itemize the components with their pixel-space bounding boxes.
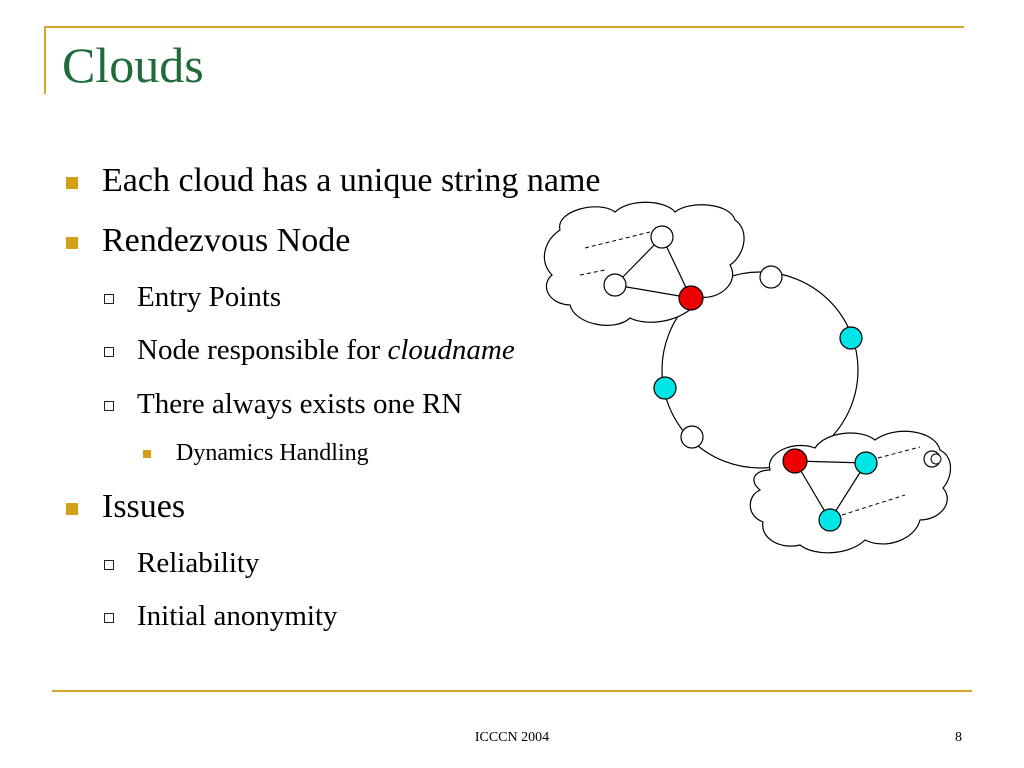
bullet-2-1: Entry Points bbox=[137, 281, 282, 313]
rendezvous-node bbox=[678, 285, 704, 311]
page-title: Clouds bbox=[62, 37, 204, 93]
ring-node bbox=[759, 265, 783, 289]
ring-node bbox=[839, 326, 863, 350]
sub-bullet-marker bbox=[104, 560, 114, 570]
bullet-marker bbox=[66, 503, 78, 515]
top-rule bbox=[44, 26, 964, 28]
ring-node bbox=[680, 425, 704, 449]
lower-cloud bbox=[749, 430, 952, 554]
external-node-inner bbox=[930, 453, 942, 465]
sub-sub-bullet-marker bbox=[143, 450, 151, 458]
bullet-2-2: Node responsible for cloudname bbox=[137, 336, 515, 365]
upper-cloud bbox=[543, 201, 745, 326]
sub-bullet-marker bbox=[104, 401, 114, 411]
page-number: 8 bbox=[955, 730, 962, 745]
bullet-list: Each cloud has a unique string name Rend… bbox=[66, 162, 601, 632]
cloud-ring-diagram bbox=[543, 201, 952, 554]
bullet-2-3: There always exists one RN bbox=[137, 388, 463, 420]
cloud-node bbox=[650, 225, 674, 249]
bullet-1: Each cloud has a unique string name bbox=[102, 162, 601, 199]
bullet-3-2: Initial anonymity bbox=[137, 600, 338, 632]
cloud-node bbox=[603, 273, 627, 297]
footer-rule bbox=[52, 690, 972, 692]
edge bbox=[614, 284, 692, 299]
bullet-marker bbox=[66, 177, 78, 189]
bullet-marker bbox=[66, 237, 78, 249]
cloud-node bbox=[854, 451, 878, 475]
bullet-2-2-text: Node responsible for bbox=[137, 334, 388, 366]
bullet-2-3-1: Dynamics Handling bbox=[176, 440, 369, 466]
footer-conference: ICCCN 2004 bbox=[474, 730, 550, 745]
dht-ring bbox=[661, 271, 859, 469]
bullet-2-2-italic: cloudname bbox=[387, 334, 515, 366]
bullet-2: Rendezvous Node bbox=[102, 222, 351, 259]
dashed-link bbox=[579, 269, 606, 276]
bullet-3: Issues bbox=[102, 488, 186, 525]
sub-bullet-marker bbox=[104, 347, 114, 357]
left-rule bbox=[44, 26, 46, 94]
cloud-node bbox=[818, 508, 842, 532]
sub-bullet-marker bbox=[104, 294, 114, 304]
sub-bullet-marker bbox=[104, 613, 114, 623]
dashed-link bbox=[877, 446, 921, 459]
ring-node bbox=[653, 376, 677, 400]
rendezvous-node bbox=[782, 448, 808, 474]
bullet-3-1: Reliability bbox=[137, 547, 260, 579]
